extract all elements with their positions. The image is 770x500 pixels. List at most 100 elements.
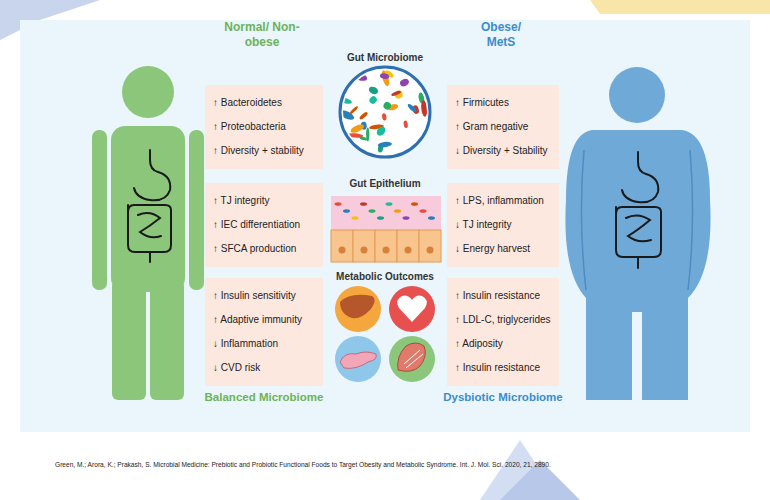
lumen-bacteria [335,202,436,220]
microbe [416,137,429,155]
arm [92,130,107,290]
microbe [347,75,356,80]
microbe [350,123,366,135]
outcome-item: ↓ Energy harvest [455,237,553,261]
outcome-box: ↑ Bacteroidetes↑ Proteobacteria↑ Diversi… [205,85,323,169]
outcome-item: ↑ Gram negative [455,115,553,139]
bacterium [343,209,350,213]
rectum [149,252,151,262]
section-label: Gut Microbiome [325,52,445,64]
microbe [382,101,392,111]
outcome-item: ↑ LDL-C, triglycerides [455,308,553,332]
muscle-icon [389,336,435,382]
cell-nucleus [361,247,368,254]
stomach [134,150,170,200]
outcome-item: ↑ Proteobacteria [213,115,317,139]
outcome-box: ↑ LPS, inflammation↓ TJ integrity↓ Energ… [447,183,559,267]
epithelial-cells [331,230,441,262]
obese-gut [616,152,661,268]
epithelial-cell [375,230,397,262]
bacterium [420,209,427,213]
column-footer: Balanced Microbiome [189,390,339,404]
rectum [637,257,639,268]
bacterium [352,216,359,220]
epithelial-cell [353,230,375,262]
outcome-item: ↑ Bacteroidetes [213,91,317,115]
background-panel [20,20,750,432]
outcome-item: ↑ Insulin sensitivity [213,284,317,308]
bacterium [403,216,410,220]
bacterium [428,216,435,220]
epithelial-cell [397,230,419,262]
microbe [339,96,353,105]
microbe [391,90,402,97]
leg [112,280,146,400]
pancreas-icon [335,336,381,382]
microbe [378,141,393,148]
bacterium [369,209,376,213]
colon [128,205,171,252]
microbe [347,69,358,82]
outcome-item: ↓ Inflammation [213,332,317,356]
epithelial-cell [419,230,441,262]
normal-person [92,66,204,400]
outcome-box: ↑ Insulin sensitivity↑ Adaptive immunity… [205,278,323,386]
citation-caption: Green, M.; Arora, K.; Prakash, S. Microb… [55,460,735,469]
obese-person [565,67,710,400]
cell-nucleus [427,247,434,254]
outcome-item: ↑ SFCA production [213,237,317,261]
microbe [359,136,368,141]
column-heading: Normal/ Non-obese [222,20,302,50]
cell-nucleus [339,247,346,254]
microbe [350,69,369,83]
cell-nucleus [383,247,390,254]
microbe [368,85,380,95]
cell-nucleus [405,247,412,254]
liver-icon [335,286,381,332]
microbe [375,125,387,138]
section-label: Gut Epithelium [325,178,445,190]
microbiome-circle [340,67,430,157]
outcome-item: ↑ LPS, inflammation [455,189,553,213]
heart-icon [389,286,435,332]
intestine [138,213,161,237]
outcome-box: ↑ TJ integrity↑ IEC differentiation↑ SFC… [205,183,323,267]
body [565,130,710,400]
microbe [359,111,369,120]
corner-decoration [590,0,770,14]
arm-edges [581,150,692,290]
outcome-box: ↑ Insulin resistance↑ LDL-C, triglycerid… [447,278,559,386]
bacterium [377,216,384,220]
stomach [622,152,658,202]
torso [111,126,185,292]
column-footer: Dysbiotic Microbiome [428,390,578,404]
microbe [355,65,362,79]
outcome-item: ↑ Firmicutes [455,91,553,115]
outcome-item: ↑ Adaptive immunity [213,308,317,332]
head [609,67,665,123]
bacterium [411,202,418,206]
outcome-item: ↑ Insulin resistance [455,284,553,308]
section-label: Metabolic Outcomes [320,271,450,283]
outcome-item: ↑ Adiposity [455,332,553,356]
microbe [349,105,359,115]
colon [616,207,661,257]
normal-gut [128,150,171,262]
microbe [368,95,378,105]
outcome-item: ↑ TJ integrity [213,189,317,213]
outcome-box: ↑ Firmicutes↑ Gram negative↓ Diversity +… [447,85,559,169]
bacterium [335,202,342,206]
outcome-item: ↑ Diversity + stability [213,139,317,163]
microbes [338,65,429,155]
microbe [420,100,428,117]
epithelium-lumen [331,196,441,262]
epithelial-cell [331,230,353,262]
intestine [626,215,651,241]
microbe [399,77,410,87]
head [122,66,174,118]
microbe [406,103,417,114]
column-heading: Obese/ MetS [473,20,529,50]
arm [189,130,204,290]
